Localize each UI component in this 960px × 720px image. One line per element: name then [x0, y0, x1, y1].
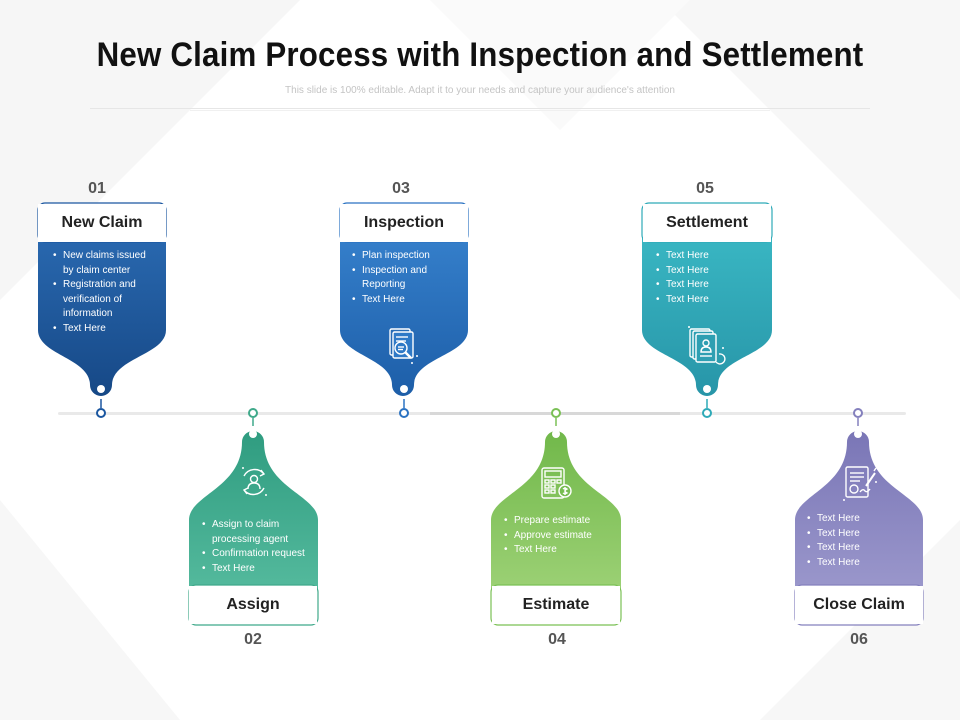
bullet-item: Text Here	[807, 512, 915, 527]
step-number-02: 02	[244, 631, 262, 648]
step-05-bullets: Text Here Text Here Text Here Text Here	[656, 249, 760, 307]
bullet-item: Assign to claim processing agent	[202, 518, 318, 547]
timeline-dot-04	[551, 408, 561, 418]
bullet-item: Inspection and Reporting	[352, 264, 456, 293]
bullet-item: Text Here	[202, 562, 318, 577]
bullet-item: Registration and verification of informa…	[53, 278, 155, 322]
bullet-item: Text Here	[53, 322, 155, 337]
id-documents-icon	[688, 326, 726, 365]
step-label-assign: Assign	[189, 586, 317, 624]
agent-cycle-icon	[242, 467, 267, 496]
title-divider	[90, 108, 870, 109]
title-divider-inner	[190, 110, 770, 111]
bullet-item: Text Here	[656, 264, 760, 279]
page-title: New Claim Process with Inspection and Se…	[96, 36, 864, 74]
step-06-bullets: Text Here Text Here Text Here Text Here	[807, 512, 915, 570]
timeline-dot-03	[399, 408, 409, 418]
step-02-bullets: Assign to claim processing agent Confirm…	[202, 518, 318, 576]
bullet-item: Confirmation request	[202, 547, 318, 562]
page-subtitle: This slide is 100% editable. Adapt it to…	[285, 85, 675, 96]
timeline-dot-05	[702, 408, 712, 418]
step-label-estimate: Estimate	[492, 586, 620, 624]
calculator-icon	[541, 467, 572, 499]
timeline-dot-02	[248, 408, 258, 418]
timeline-dot-06	[853, 408, 863, 418]
step-label-settlement: Settlement	[643, 204, 771, 242]
bullet-item: Text Here	[656, 249, 760, 264]
bullet-item: Text Here	[656, 278, 760, 293]
step-label-close-claim: Close Claim	[795, 586, 923, 624]
document-magnifier-icon	[389, 328, 418, 364]
step-03-bullets: Plan inspection Inspection and Reporting…	[352, 249, 456, 307]
bullet-item: Text Here	[807, 556, 915, 571]
bullet-item: Approve estimate	[504, 529, 616, 544]
bullet-item: Text Here	[656, 293, 760, 308]
step-number-03: 03	[392, 180, 410, 197]
step-number-01: 01	[88, 180, 106, 197]
bullet-item: Text Here	[807, 541, 915, 556]
bullet-item: Text Here	[807, 527, 915, 542]
bullet-item: New claims issued by claim center	[53, 249, 155, 278]
bullet-item: Text Here	[504, 543, 616, 558]
bullet-item: Text Here	[352, 293, 456, 308]
signed-document-icon	[843, 466, 877, 501]
step-label-new-claim: New Claim	[38, 204, 166, 242]
bullet-item: Plan inspection	[352, 249, 456, 264]
step-01-bullets: New claims issued by claim center Regist…	[53, 249, 155, 336]
timeline-dot-01	[96, 408, 106, 418]
bullet-item: Prepare estimate	[504, 514, 616, 529]
step-number-06: 06	[850, 631, 868, 648]
step-number-05: 05	[696, 180, 714, 197]
step-04-bullets: Prepare estimate Approve estimate Text H…	[504, 514, 616, 558]
step-number-04: 04	[548, 631, 566, 648]
step-label-inspection: Inspection	[340, 204, 468, 242]
